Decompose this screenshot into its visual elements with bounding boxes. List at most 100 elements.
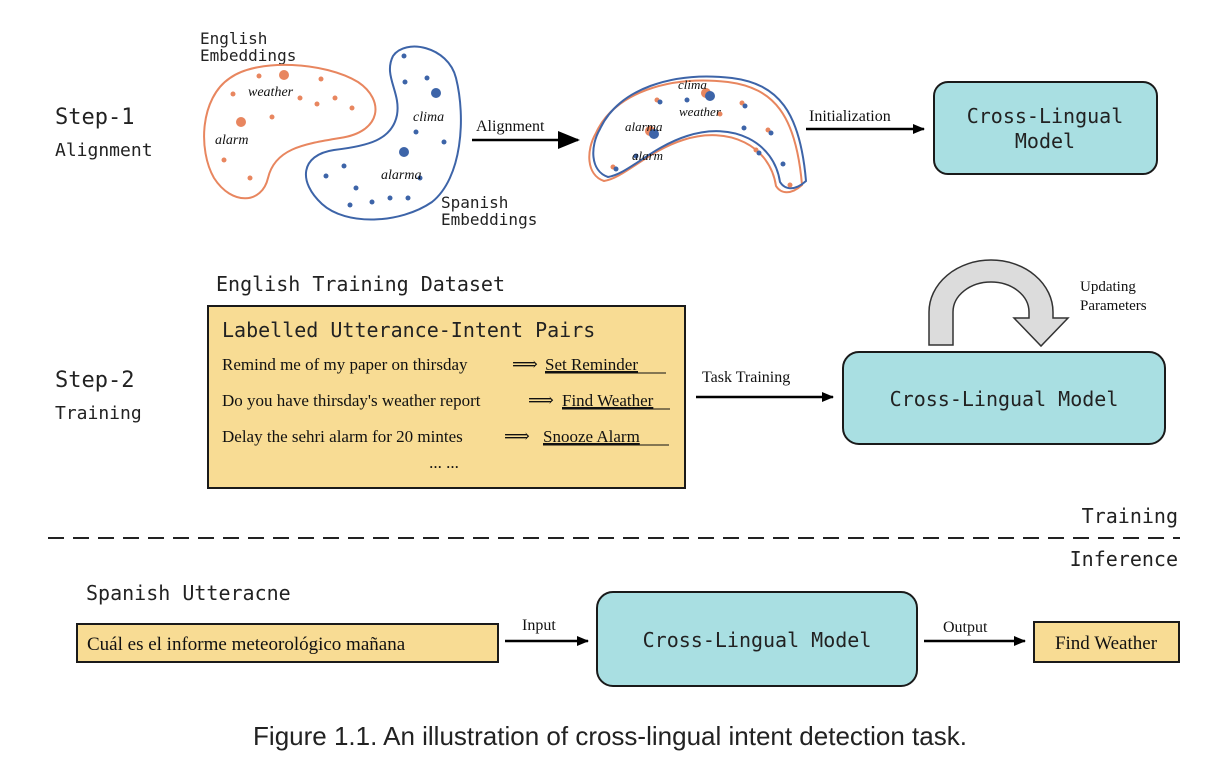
- english-point: [297, 95, 303, 101]
- spanish-embedding-cloud: [305, 45, 462, 221]
- spanish-point: [413, 129, 419, 135]
- aligned-point: [787, 182, 793, 188]
- english-word-weather: weather: [248, 85, 294, 100]
- spanish-point: [399, 147, 409, 157]
- pairs-ellipsis: ... ...: [429, 453, 459, 472]
- aligned-point: [717, 111, 723, 117]
- spanish-point: [424, 75, 430, 81]
- step1-model-label-1: Cross-Lingual: [967, 104, 1124, 128]
- aligned-cloud-blue: [592, 75, 808, 190]
- spanish-embeddings-label-1: Spanish: [441, 193, 508, 212]
- english-point: [221, 157, 227, 163]
- english-point: [236, 117, 246, 127]
- spanish-embeddings-label-2: Embeddings: [441, 210, 537, 229]
- spanish-utterance: Cuál es el informe meteorológico mañana: [87, 634, 406, 655]
- task-training-label: Task Training: [702, 369, 790, 386]
- step1-model-box: [933, 81, 1158, 175]
- aligned-point: [684, 97, 690, 103]
- english-embeddings-label-1: English: [200, 29, 267, 48]
- aligned-word-alarm: alarm: [632, 148, 663, 163]
- pair-intent-3: Snooze Alarm: [543, 427, 640, 446]
- inference-model-label: Cross-Lingual Model: [643, 628, 872, 652]
- spanish-point: [431, 88, 441, 98]
- dataset-title: English Training Dataset: [216, 272, 505, 296]
- dataset-box: [207, 305, 686, 489]
- spanish-point: [341, 163, 347, 169]
- alignment-arrow-label: Alignment: [476, 118, 545, 135]
- english-point: [332, 95, 338, 101]
- inference-model-box: [596, 591, 918, 687]
- result-intent: Find Weather: [1055, 633, 1158, 654]
- aligned-point: [780, 161, 786, 167]
- spanish-utterance-box: [76, 623, 499, 663]
- spanish-point: [401, 53, 407, 59]
- updating-label: Updating: [1080, 279, 1136, 295]
- spanish-point: [369, 199, 375, 205]
- aligned-point: [633, 153, 639, 159]
- pair-implies-2: ⟹: [528, 390, 554, 410]
- aligned-word-clima: clima: [678, 77, 707, 92]
- pair-utterance-1: Remind me of my paper on thirsday: [222, 355, 468, 374]
- spanish-point: [417, 175, 423, 181]
- pair-intent-1: Set Reminder: [545, 355, 638, 374]
- aligned-point: [649, 129, 659, 139]
- step1-sublabel: Alignment: [55, 140, 153, 161]
- spanish-points: [323, 53, 447, 208]
- divider-inference-label: Inference: [1070, 547, 1178, 571]
- spanish-point: [441, 139, 447, 145]
- initialization-arrow-label: Initialization: [809, 108, 891, 125]
- aligned-point: [657, 99, 663, 105]
- parameters-label: Parameters: [1080, 298, 1147, 314]
- spanish-point: [353, 185, 359, 191]
- english-point: [349, 105, 355, 111]
- english-point: [230, 91, 236, 97]
- aligned-word-weather: weather: [679, 104, 722, 119]
- divider-training-label: Training: [1082, 504, 1178, 528]
- spanish-word-alarma: alarma: [381, 168, 421, 183]
- aligned-point: [756, 150, 762, 156]
- updating-parameters-loop-arrow: [928, 259, 1070, 348]
- aligned-point: [741, 125, 747, 131]
- step2-model-box: [842, 351, 1166, 445]
- english-point: [318, 76, 324, 82]
- step2-label: Step-2: [55, 368, 134, 393]
- step1-model-label-2: Model: [1015, 129, 1075, 153]
- aligned-point: [768, 130, 774, 136]
- aligned-points: [610, 88, 793, 188]
- aligned-point: [705, 91, 715, 101]
- spanish-point: [402, 79, 408, 85]
- output-arrow-label: Output: [943, 619, 988, 636]
- inference-title: Spanish Utteracne: [86, 581, 291, 605]
- pair-utterance-3: Delay the sehri alarm for 20 mintes: [222, 427, 463, 446]
- step1-label: Step-1: [55, 105, 134, 130]
- aligned-point: [613, 166, 619, 172]
- spanish-point: [323, 173, 329, 179]
- pair-utterance-2: Do you have thirsday's weather report: [222, 391, 481, 410]
- aligned-word-alarma: alarma: [625, 119, 663, 134]
- english-point: [256, 73, 262, 79]
- dataset-box-title: Labelled Utterance-Intent Pairs: [222, 318, 595, 342]
- pair-intent-2: Find Weather: [562, 391, 654, 410]
- pair-implies-1: ⟹: [512, 354, 538, 374]
- input-arrow-label: Input: [522, 617, 556, 634]
- english-embedding-cloud: [203, 63, 377, 200]
- spanish-point: [387, 195, 393, 201]
- english-point: [314, 101, 320, 107]
- spanish-point: [347, 202, 353, 208]
- figure-caption: Figure 1.1. An illustration of cross-lin…: [253, 721, 967, 751]
- aligned-point: [742, 103, 748, 109]
- english-embeddings-label-2: Embeddings: [200, 46, 296, 65]
- spanish-word-clima: clima: [413, 110, 444, 125]
- result-box: [1033, 621, 1180, 663]
- aligned-cloud-orange: [588, 79, 804, 194]
- english-point: [247, 175, 253, 181]
- english-point: [269, 114, 275, 120]
- english-point: [279, 70, 289, 80]
- english-word-alarm: alarm: [215, 133, 248, 148]
- pair-implies-3: ⟹: [504, 426, 530, 446]
- step2-model-label: Cross-Lingual Model: [890, 387, 1119, 411]
- english-points: [221, 70, 355, 181]
- step2-sublabel: Training: [55, 403, 142, 424]
- spanish-point: [405, 195, 411, 201]
